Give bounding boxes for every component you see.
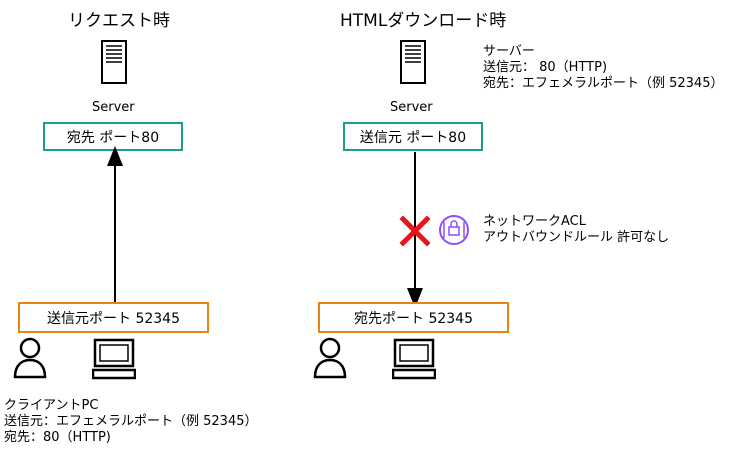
right-server-port-box: 送信元 ポート80	[343, 122, 483, 151]
right-client-port-box: 宛先ポート 52345	[318, 302, 509, 333]
acl-note-line: アウトバウンドルール 許可なし	[483, 230, 670, 245]
user-icon	[13, 337, 47, 379]
server-note-line: 送信元： 80（HTTP)	[483, 60, 608, 75]
left-client-port-box: 送信元ポート 52345	[18, 302, 209, 333]
client-note-line: 送信元：エフェメラルポート（例 52345）	[4, 414, 258, 429]
network-acl-icon	[439, 215, 469, 245]
server-icon	[101, 40, 127, 84]
right-heading: HTMLダウンロード時	[340, 11, 507, 31]
right-server-label: Server	[390, 100, 433, 115]
computer-icon	[392, 338, 436, 380]
computer-icon	[92, 338, 136, 380]
server-note-line: サーバー	[483, 44, 535, 59]
acl-note-line: ネットワークACL	[483, 214, 586, 229]
acl-notes: ネットワークACL アウトバウンドルール 許可なし	[483, 214, 669, 246]
server-icon	[400, 40, 426, 84]
server-note-line: 宛先：エフェメラルポート（例 52345）	[483, 76, 724, 91]
blocked-x-icon	[399, 215, 431, 247]
server-notes: サーバー 送信元： 80（HTTP) 宛先：エフェメラルポート（例 52345）	[483, 44, 724, 92]
left-heading: リクエスト時	[68, 11, 170, 31]
user-icon	[313, 337, 347, 379]
client-notes: クライアントPC 送信元：エフェメラルポート（例 52345） 宛先：80（HT…	[4, 398, 258, 446]
client-note-line: 宛先：80（HTTP)	[4, 430, 111, 445]
left-server-label: Server	[92, 100, 135, 115]
client-note-line: クライアントPC	[4, 398, 99, 413]
